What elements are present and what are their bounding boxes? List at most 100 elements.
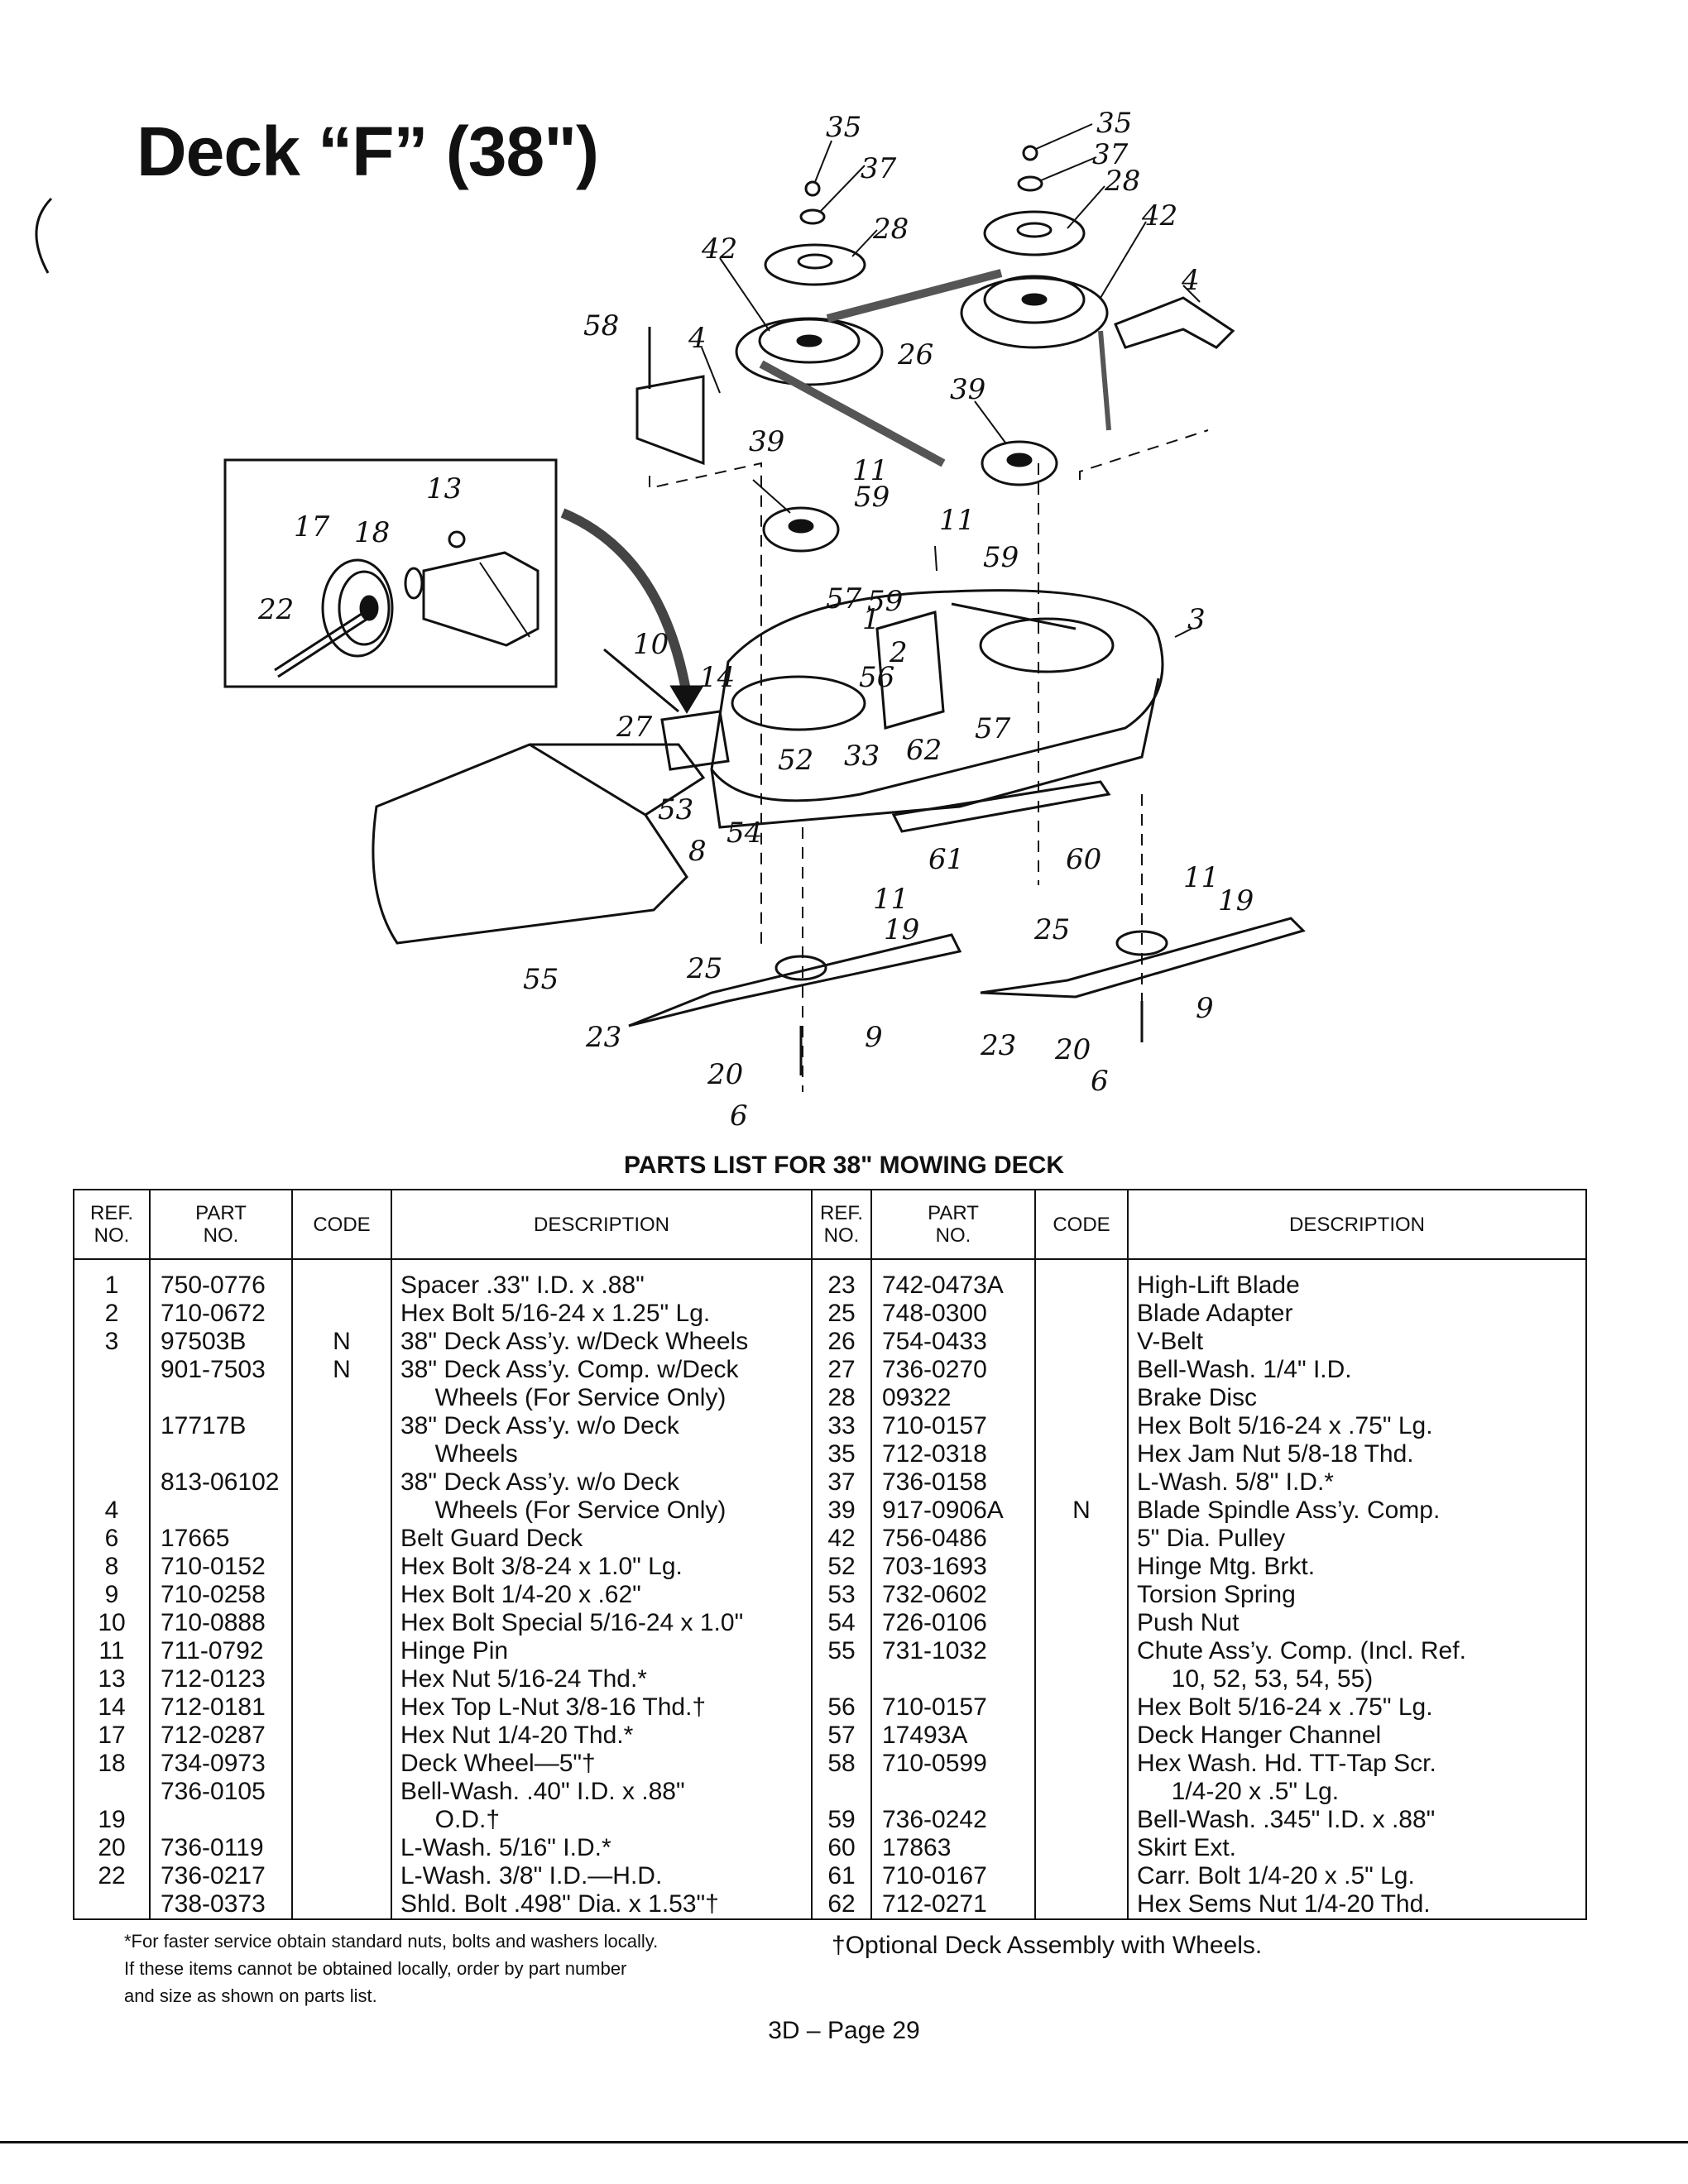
chute: [372, 743, 688, 945]
table-cell-line: [1039, 1328, 1124, 1356]
bottom-rule: [0, 2141, 1688, 2143]
callout-52: 52: [778, 744, 813, 777]
spindle-left: [762, 506, 840, 553]
table-cell-line: 1: [104, 1272, 119, 1299]
v-belt: [826, 269, 1003, 323]
table-cell-line: [816, 1665, 867, 1693]
callout-59-lower: 59: [867, 585, 903, 618]
footnote-line: and size as shown on parts list.: [124, 1985, 377, 2006]
deck-hanger-channel: [875, 611, 945, 730]
table-cell-line: 754-0433: [882, 1328, 987, 1355]
table-cell-line: 38" Deck Ass’y. w/o Deck: [400, 1468, 679, 1496]
table-cell-line: 17493A: [882, 1722, 968, 1749]
callout-27: 27: [616, 711, 653, 744]
table-cell-line: 917-0906A: [882, 1497, 1004, 1524]
table-cell-line: 9: [104, 1581, 119, 1608]
inset-arrow: [560, 508, 692, 697]
table-cell-line: [1039, 1300, 1124, 1328]
table-cell-line: [1039, 1440, 1124, 1468]
callout-8: 8: [688, 835, 707, 868]
skirt-ext: [891, 780, 1111, 833]
callout-25-right: 25: [1033, 913, 1070, 946]
table-cell-line: 710-0152: [161, 1553, 266, 1580]
blade-adapter-right: [1115, 930, 1168, 956]
table-cell-line: Bell-Wash. .345" I.D. x .88": [1137, 1806, 1436, 1833]
table-cell-line: 17863: [882, 1834, 952, 1861]
table-cell-line: [296, 1272, 387, 1300]
table-cell-line: 56: [827, 1693, 856, 1721]
table-cell-line: Hex Bolt 5/16-24 x .75" Lg.: [1137, 1412, 1433, 1439]
table-cell-line: 57: [827, 1722, 856, 1749]
header-desc-right: DESCRIPTION: [1127, 1189, 1587, 1260]
table-cell-line: 10, 52, 53, 54, 55): [1137, 1665, 1374, 1693]
table-cell-line: 901-7503: [161, 1356, 266, 1383]
table-cell-line: 6: [104, 1525, 119, 1552]
callout-37-right: 37: [1092, 138, 1129, 171]
table-cell-line: 712-0318: [882, 1440, 987, 1468]
table-cell-line: 8: [104, 1553, 119, 1580]
table-cell-line: [1039, 1272, 1124, 1300]
table-cell-line: 710-0672: [161, 1300, 266, 1327]
table-cell-line: 813-06102: [161, 1468, 280, 1496]
table-cell-line: Deck Wheel—5"†: [400, 1750, 596, 1777]
table-cell-line: 2: [104, 1300, 119, 1327]
callout-61: 61: [928, 843, 964, 876]
table-cell-line: [1039, 1412, 1124, 1440]
parts-list-heading: PARTS LIST FOR 38" MOWING DECK: [623, 1152, 1065, 1179]
table-cell-line: 710-0888: [161, 1609, 266, 1636]
callout-10: 10: [633, 628, 669, 661]
table-cell-line: Hinge Mtg. Brkt.: [1137, 1553, 1316, 1580]
deck-spindle-opening-right: [979, 617, 1115, 673]
table-cell-line: 17717B: [161, 1412, 247, 1439]
table-cell-line: L-Wash. 5/8" I.D.*: [1137, 1468, 1334, 1496]
header-code-right: CODE: [1034, 1189, 1129, 1260]
deck-shell: [710, 589, 1164, 802]
table-cell-line: Torsion Spring: [1137, 1581, 1296, 1608]
table-cell-line: 11: [98, 1637, 125, 1664]
callout-4-right: 4: [1181, 264, 1200, 297]
table-cell-line: Hex Sems Nut 1/4-20 Thd.: [1137, 1890, 1431, 1918]
table-cell-line: N: [1072, 1497, 1091, 1524]
callout-39-right: 39: [950, 373, 985, 406]
shoulder-bolt: [274, 611, 365, 672]
deck-spindle-opening-left: [731, 675, 866, 731]
callout-20-right: 20: [1054, 1033, 1091, 1066]
table-cell-line: 38" Deck Ass’y. w/Deck Wheels: [400, 1328, 749, 1355]
table-cell-line: Hex Top L-Nut 3/8-16 Thd.†: [400, 1693, 707, 1721]
table-cell-line: 711-0792: [161, 1637, 264, 1664]
callout-11-left: 11: [852, 454, 888, 487]
pulley-left: [735, 317, 884, 386]
table-cell-line: 26: [827, 1328, 856, 1355]
table-cell-line: [78, 1412, 146, 1440]
table-cell-line: Hex Bolt 1/4-20 x .62": [400, 1581, 641, 1608]
table-cell-line: 38" Deck Ass’y. Comp. w/Deck: [400, 1356, 739, 1383]
callout-62: 62: [906, 734, 942, 767]
table-cell-line: [78, 1468, 146, 1497]
table-cell-line: Hex Bolt 5/16-24 x 1.25" Lg.: [400, 1300, 711, 1327]
table-cell-line: 736-0270: [882, 1356, 987, 1383]
blade-right: [980, 917, 1306, 999]
callout-35-right: 35: [1096, 107, 1132, 140]
callout-28-right: 28: [1104, 165, 1140, 198]
table-cell-line: 4: [104, 1497, 119, 1524]
header-ref-right: REF.NO.: [811, 1189, 872, 1260]
jam-nut-right: [1022, 145, 1038, 161]
table-cell-line: 39: [827, 1497, 856, 1524]
table-cell-line: 35: [827, 1440, 856, 1468]
table-cell-line: [1039, 1356, 1124, 1384]
footnote-line: If these items cannot be obtained locall…: [124, 1958, 627, 1979]
table-cell-line: 17665: [161, 1525, 230, 1552]
callout-18: 18: [354, 516, 390, 549]
callout-17: 17: [294, 510, 330, 544]
table-cell-line: 712-0271: [882, 1890, 987, 1918]
table-cell-line: 53: [827, 1581, 856, 1608]
table-cell-line: Hex Wash. Hd. TT-Tap Scr.: [1137, 1750, 1436, 1777]
table-cell-line: [816, 1778, 867, 1806]
hinge-pin: [603, 648, 679, 713]
callout-9-right: 9: [1196, 992, 1214, 1025]
